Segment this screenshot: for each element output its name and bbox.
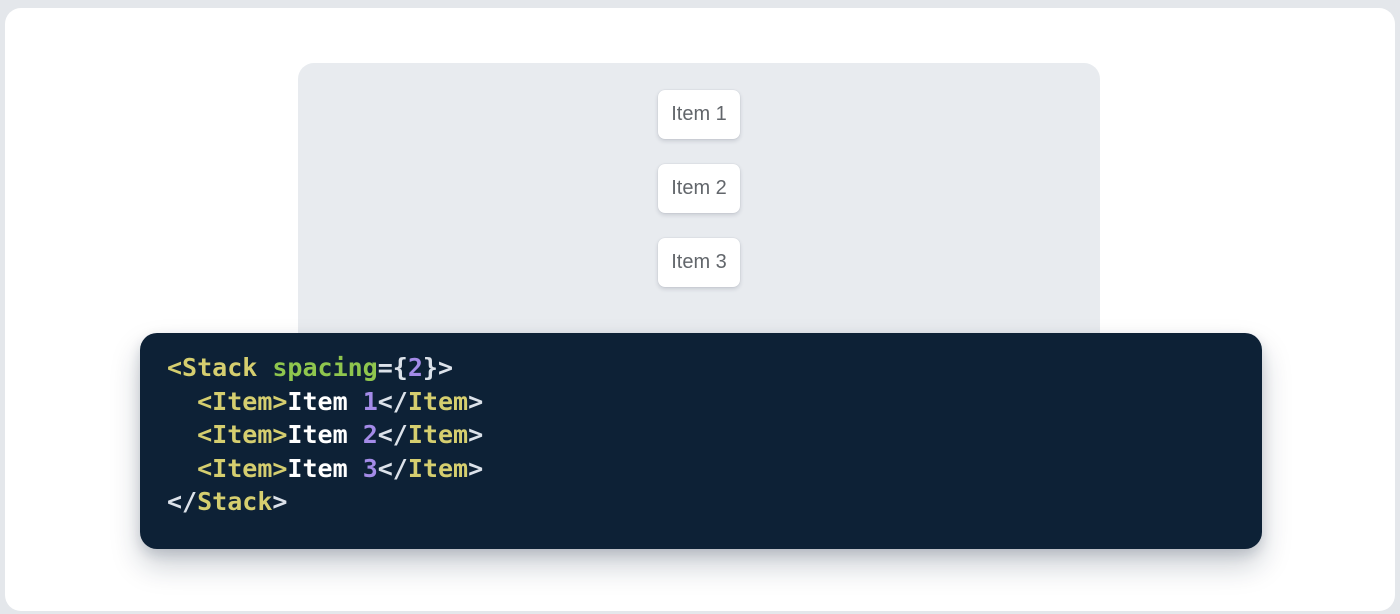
stack-item-2: Item 2 — [658, 164, 740, 213]
code-token-punct: </ — [377, 420, 408, 449]
code-token-tag: <Item> — [197, 420, 288, 449]
stack-item-label: Item 2 — [671, 177, 727, 199]
code-token-number: 1 — [362, 386, 378, 416]
code-token-punct: > — [437, 353, 454, 382]
code-token-plain — [167, 387, 197, 416]
code-token-punct: </ — [377, 453, 408, 483]
stack-demo-panel: Item 1 Item 2 Item 3 — [298, 63, 1100, 365]
code-token-punct: > — [272, 487, 288, 516]
code-token-tag: <Item> — [197, 453, 288, 483]
code-token-punct: </ — [167, 487, 198, 516]
code-token-number: 2 — [362, 420, 378, 449]
code-token-plain: Item — [287, 386, 363, 416]
code-token-tag: Item — [407, 453, 469, 483]
code-token-attr: spacing — [272, 353, 378, 382]
code-token-tag: <Item> — [197, 386, 288, 416]
code-token-tag: Item — [407, 386, 469, 416]
code-token-plain — [167, 420, 197, 449]
code-token-punct: > — [468, 386, 484, 416]
code-token-punct: > — [468, 420, 484, 449]
page-card: Item 1 Item 2 Item 3 <Stack spacing={2}>… — [5, 8, 1395, 611]
code-token-plain — [257, 353, 272, 382]
code-line: <Item>Item 2</Item> — [167, 418, 1235, 452]
code-token-tag: <Stack — [167, 353, 258, 382]
code-token-punct: = — [377, 353, 393, 382]
code-line: </Stack> — [167, 485, 1235, 519]
code-line: <Item>Item 1</Item> — [167, 385, 1235, 419]
code-token-punct: </ — [377, 386, 408, 416]
code-token-plain: Item — [287, 420, 363, 449]
code-token-tag: Item — [407, 420, 469, 449]
code-token-punct: > — [468, 453, 484, 483]
stack-item-label: Item 3 — [671, 251, 727, 273]
code-token-number: 2 — [407, 353, 423, 382]
code-block: <Stack spacing={2}> <Item>Item 1</Item> … — [140, 333, 1262, 549]
stack-item-3: Item 3 — [658, 238, 740, 287]
code-snippet: <Stack spacing={2}> <Item>Item 1</Item> … — [140, 333, 1262, 549]
code-token-plain — [167, 454, 197, 483]
stack-item-label: Item 1 — [671, 103, 727, 125]
code-line: <Item>Item 3</Item> — [167, 452, 1235, 486]
code-line: <Stack spacing={2}> — [167, 351, 1235, 385]
code-token-number: 3 — [362, 453, 378, 483]
code-token-plain: Item — [287, 453, 363, 483]
stack-item-1: Item 1 — [658, 90, 740, 139]
code-token-punct: } — [422, 353, 438, 382]
code-token-punct: { — [392, 353, 408, 382]
code-token-tag: Stack — [197, 487, 273, 516]
